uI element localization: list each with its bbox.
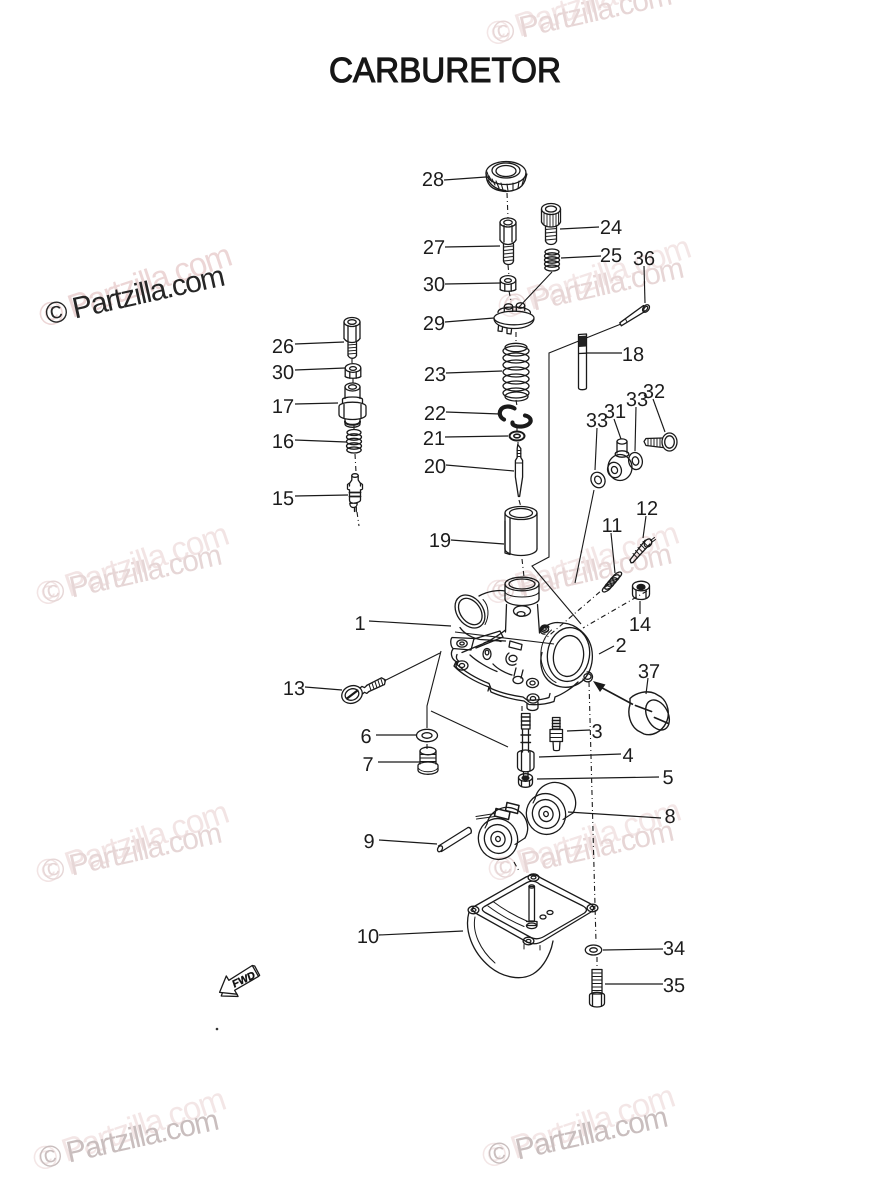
svg-text:24: 24 [600,217,622,239]
svg-text:15: 15 [272,488,294,510]
svg-text:CARBURETOR: CARBURETOR [329,51,561,90]
svg-text:30: 30 [272,362,294,384]
svg-text:8: 8 [664,806,675,828]
svg-text:32: 32 [643,381,665,403]
svg-text:4: 4 [622,745,633,767]
svg-text:25: 25 [600,245,622,267]
svg-text:28: 28 [422,169,444,191]
svg-text:34: 34 [663,938,685,960]
svg-text:16: 16 [272,431,294,453]
svg-text:12: 12 [636,498,658,520]
svg-text:33: 33 [586,410,608,432]
svg-text:FWD: FWD [231,969,257,991]
svg-text:37: 37 [638,661,660,683]
svg-text:29: 29 [423,313,445,335]
svg-text:1: 1 [354,613,365,635]
svg-text:5: 5 [662,767,673,789]
svg-text:17: 17 [272,396,294,418]
svg-text:30: 30 [423,274,445,296]
svg-text:19: 19 [429,530,451,552]
svg-text:20: 20 [424,456,446,478]
svg-text:35: 35 [663,975,685,997]
svg-text:31: 31 [604,401,626,423]
svg-text:13: 13 [283,678,305,700]
svg-text:21: 21 [423,428,445,450]
svg-text:3: 3 [591,721,602,743]
svg-text:26: 26 [272,336,294,358]
svg-text:6: 6 [360,726,371,748]
svg-text:11: 11 [602,515,623,537]
svg-text:14: 14 [629,614,651,636]
svg-text:10: 10 [357,926,379,948]
svg-text:9: 9 [363,831,374,853]
svg-text:23: 23 [424,364,446,386]
svg-text:27: 27 [423,237,445,259]
svg-text:33: 33 [626,389,648,411]
svg-text:36: 36 [633,248,655,270]
svg-text:18: 18 [622,344,644,366]
svg-text:2: 2 [615,635,626,657]
svg-text:7: 7 [362,754,373,776]
svg-text:22: 22 [424,403,446,425]
